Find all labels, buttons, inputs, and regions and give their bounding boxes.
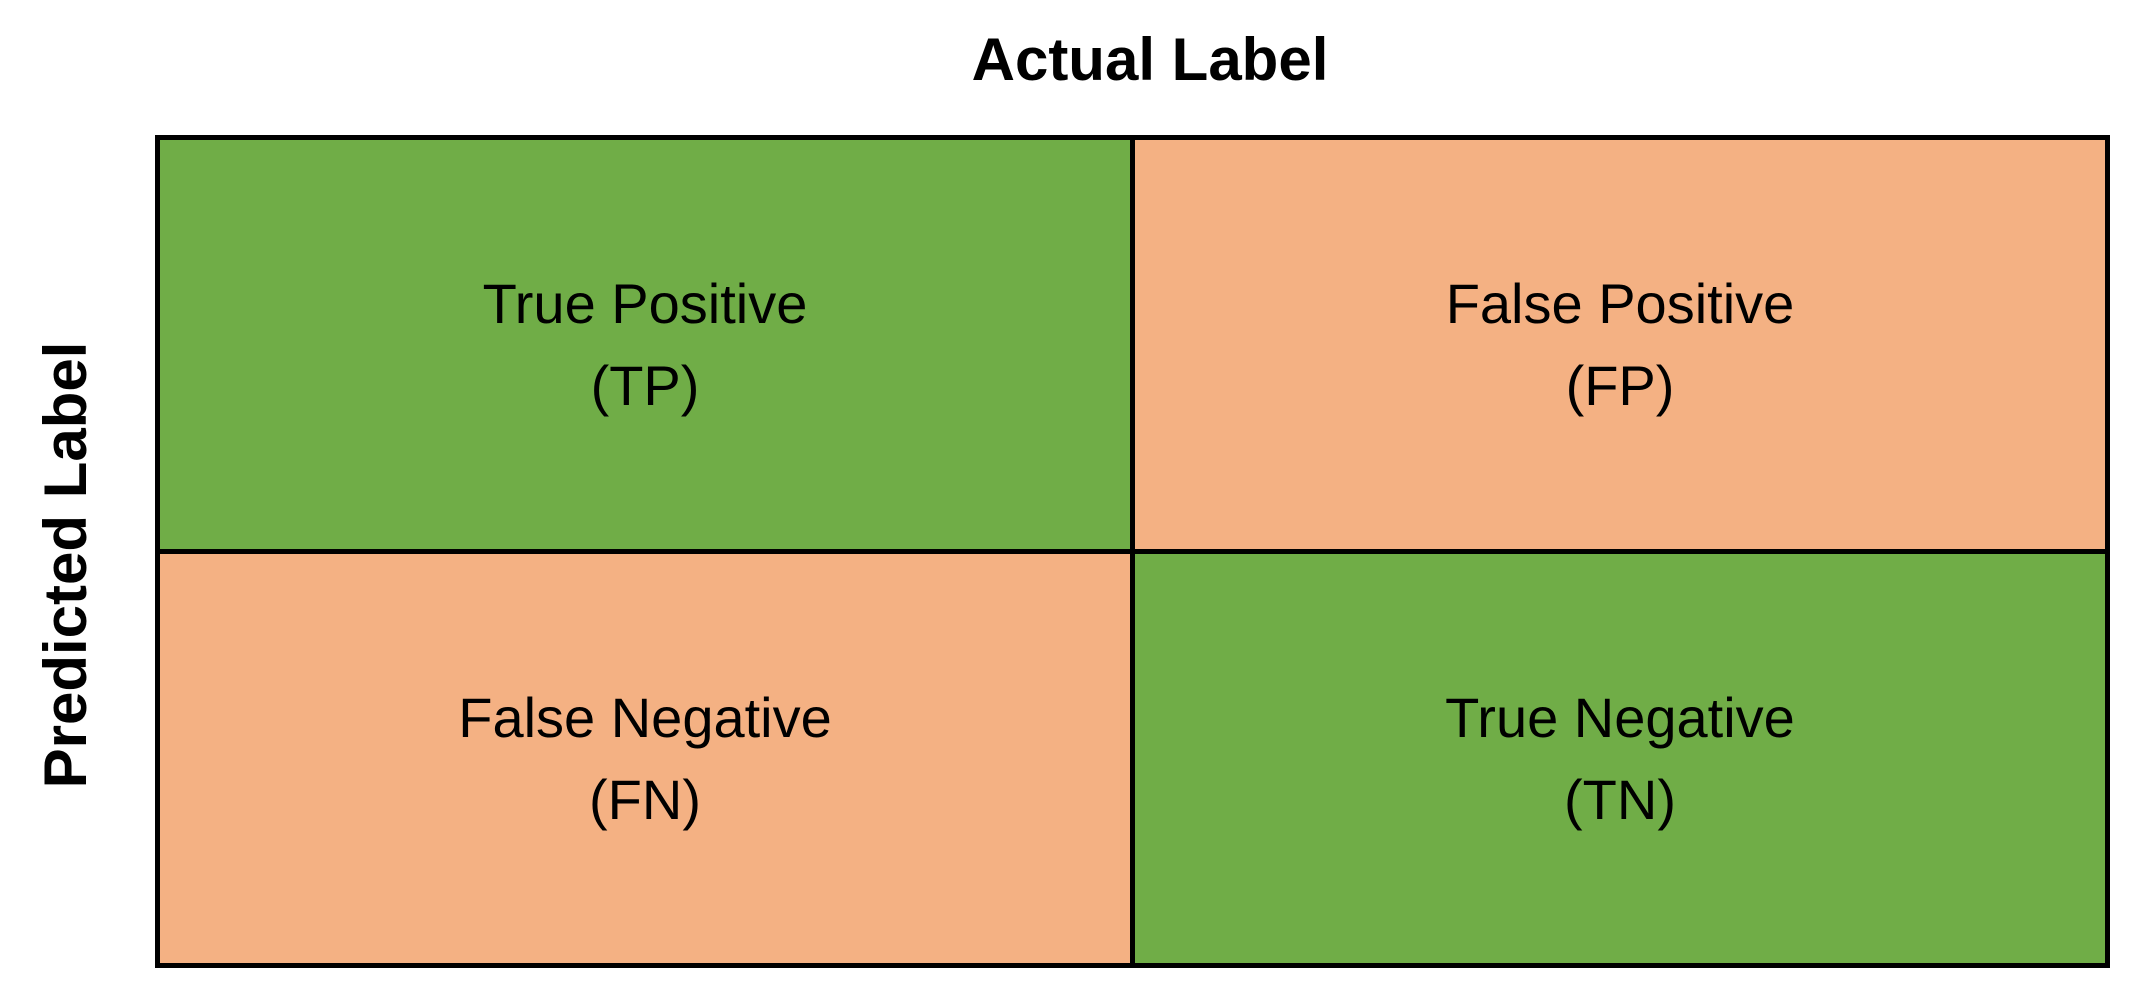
cell-true-negative: True Negative (TN) <box>1135 554 2105 963</box>
cell-label: True Positive <box>482 272 808 336</box>
cell-false-negative: False Negative (FN) <box>160 554 1130 963</box>
predicted-label-axis: Predicted Label <box>32 341 99 789</box>
cell-true-positive: True Positive (TP) <box>160 140 1130 549</box>
cell-label: True Negative <box>1445 686 1795 750</box>
cell-label: False Negative <box>458 686 832 750</box>
cell-abbr: (FN) <box>589 767 701 831</box>
cell-abbr: (FP) <box>1565 353 1675 417</box>
cell-label: False Positive <box>1445 272 1795 336</box>
confusion-matrix-grid: True Positive (TP) False Positive (FP) F… <box>155 135 2110 968</box>
cell-abbr: (TP) <box>590 353 700 417</box>
cell-abbr: (TN) <box>1564 767 1676 831</box>
cell-false-positive: False Positive (FP) <box>1135 140 2105 549</box>
actual-label-title: Actual Label <box>971 26 1329 93</box>
